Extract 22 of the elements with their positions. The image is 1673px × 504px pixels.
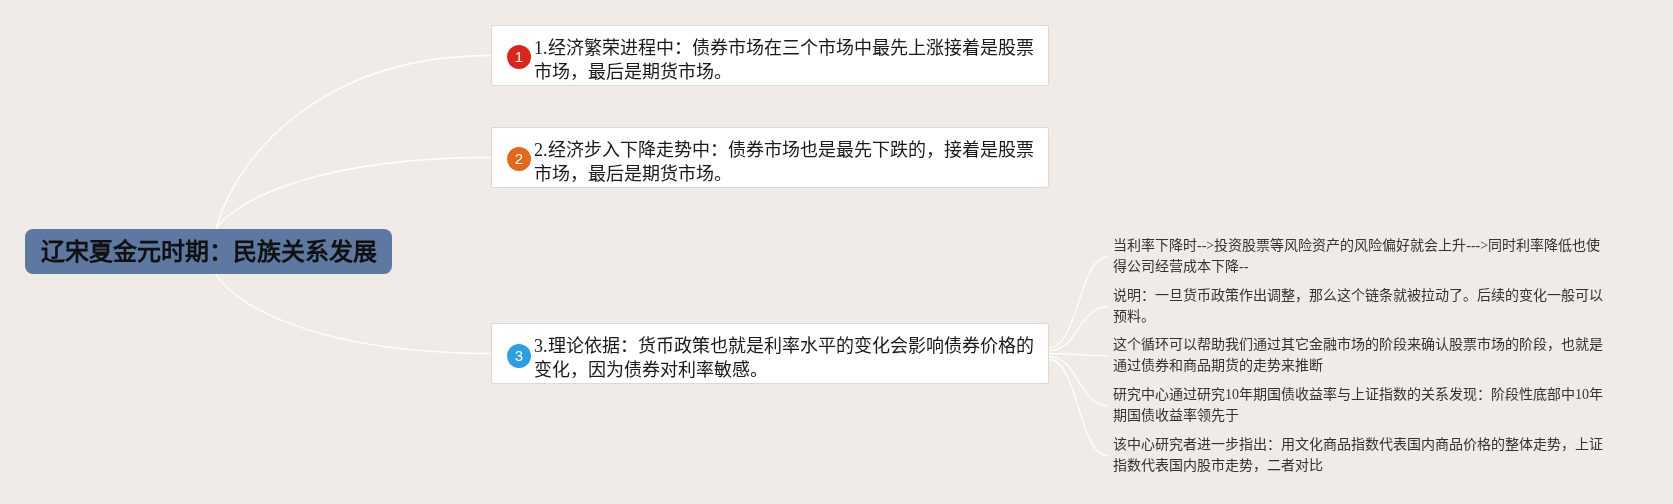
connector-line — [1048, 305, 1109, 352]
priority-marker: 1 — [507, 44, 531, 69]
topic-box — [491, 127, 1049, 188]
connector-line — [215, 54, 492, 230]
note-text: 这个循环可以帮助我们通过其它金融市场的阶段来确认股票市场的阶段，也就是通过债券和商品期货的走势来推断 — [1108, 335, 1606, 377]
connector-line — [1048, 255, 1109, 349]
topic-text: 1.经济繁荣进程中：债券市场在三个市场中最先上涨接着是股票市场，最后是期货市场。 — [534, 36, 1035, 84]
connector-line — [1048, 358, 1109, 457]
topic-box — [491, 25, 1049, 86]
note-text: 研究中心通过研究10年期国债收益率与上证指数的关系发现：阶段性底部中10年期国债收益率领先于 — [1108, 385, 1606, 427]
connector-line — [1048, 356, 1109, 407]
connector-line — [215, 156, 492, 230]
central-topic: 辽宋夏金元时期：民族关系发展 — [25, 229, 392, 274]
topic-text: 3.理论依据：货币政策也就是利率水平的变化会影响债券价格的变化，因为债券对利率敏感。 — [534, 334, 1035, 382]
connector-line — [215, 273, 492, 355]
priority-marker: 3 — [507, 343, 531, 368]
note-text: 该中心研究者进一步指出：用文化商品指数代表国内商品价格的整体走势，上证指数代表国内股市走势，二者对比 — [1108, 435, 1606, 477]
priority-marker: 2 — [507, 146, 531, 171]
note-text: 说明：一旦货币政策作出调整，那么这个链条就被拉动了。后续的变化一般可以预料。 — [1108, 286, 1606, 328]
topic-box — [491, 323, 1049, 384]
note-text: 当利率下降时-->投资股票等风险资产的风险偏好就会上升--->同时利率降低也使得公司经营成本下降-- — [1108, 236, 1606, 278]
topic-text: 2.经济步入下降走势中：债券市场也是最先下跌的，接着是股票市场，最后是期货市场。 — [534, 138, 1035, 186]
